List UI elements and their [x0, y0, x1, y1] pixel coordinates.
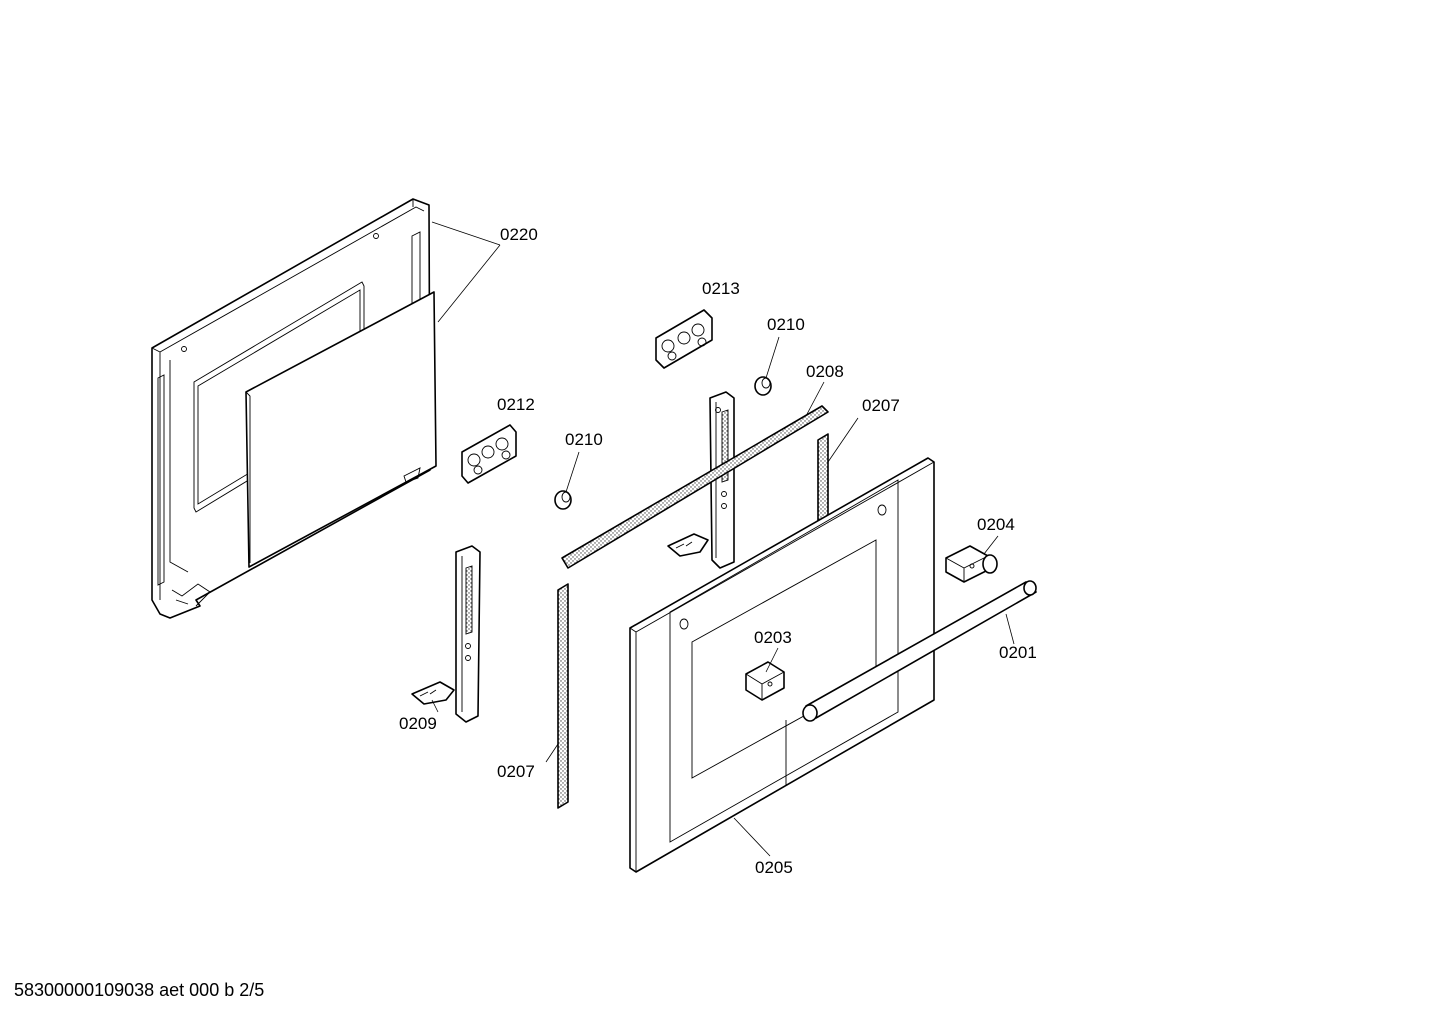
label-0210-upper: 0210 [767, 315, 805, 334]
hinge-0209-lower [411, 545, 481, 723]
drawing-reference-code: 58300000109038 aet 000 b 2/5 [14, 980, 265, 1000]
seal-strip-0208 [561, 405, 829, 569]
hinge-0209-upper [667, 391, 735, 569]
label-0207-lower: 0207 [497, 762, 535, 781]
part-labels: 0220 0213 0210 0208 0207 0212 0210 0204 … [399, 225, 1037, 877]
label-0220: 0220 [500, 225, 538, 244]
seal-strip-0207-left [557, 583, 569, 809]
label-0212: 0212 [497, 395, 535, 414]
label-0213: 0213 [702, 279, 740, 298]
label-0204: 0204 [977, 515, 1015, 534]
handle-bar-0201 [802, 580, 1037, 722]
label-0205: 0205 [755, 858, 793, 877]
label-0207-upper: 0207 [862, 396, 900, 415]
label-0210-lower: 0210 [565, 430, 603, 449]
door-inner-panel [245, 291, 437, 568]
label-0203: 0203 [754, 628, 792, 647]
block-0203 [745, 661, 785, 701]
label-0201: 0201 [999, 643, 1037, 662]
label-0208: 0208 [806, 362, 844, 381]
block-0204 [945, 545, 998, 583]
bushing-0210-lower [554, 490, 572, 510]
hinge-plate-0213 [655, 309, 713, 369]
bushing-0210-upper [754, 376, 772, 396]
leader-lines [431, 221, 1015, 857]
label-0209: 0209 [399, 714, 437, 733]
hinge-plate-0212 [461, 424, 517, 484]
